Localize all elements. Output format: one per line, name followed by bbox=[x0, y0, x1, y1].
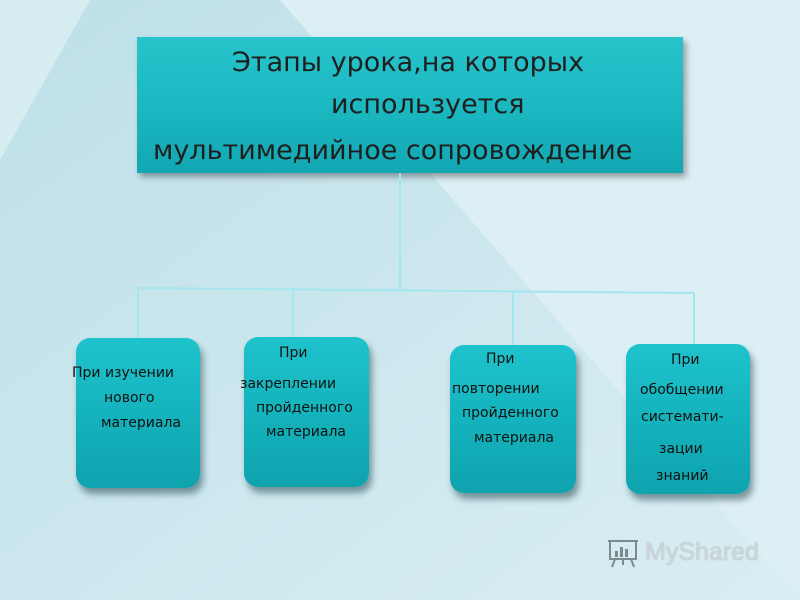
stage-text: При bbox=[671, 352, 700, 368]
title-line: мультимедийное сопровождение bbox=[153, 135, 633, 166]
stage-text: нового bbox=[104, 390, 155, 406]
title-line: Этапы урока,на которых bbox=[232, 47, 585, 78]
stage-box-consolidation: При закреплении пройденного материала bbox=[240, 337, 369, 487]
stage-text: При изучении bbox=[72, 365, 175, 381]
stage-text: При bbox=[279, 345, 308, 361]
stage-text: При bbox=[486, 351, 515, 367]
presentation-board-icon bbox=[608, 540, 638, 568]
stage-text: зации bbox=[659, 441, 703, 457]
stage-box-new-material: При изучении нового материала bbox=[72, 338, 200, 488]
stage-text: материала bbox=[101, 415, 182, 431]
title-box: Этапы урока,на которых используется муль… bbox=[137, 37, 683, 173]
stage-text: материала bbox=[474, 430, 555, 446]
stage-text: системати- bbox=[641, 409, 724, 425]
title-line: используется bbox=[331, 89, 525, 120]
stage-box-repetition: При повторении пройденного материала bbox=[450, 345, 576, 493]
connector-bus bbox=[137, 287, 695, 294]
watermark-text: MyShared bbox=[645, 538, 759, 566]
stage-text: закреплении bbox=[240, 376, 337, 392]
stage-text: обобщении bbox=[640, 382, 724, 398]
stage-text: материала bbox=[266, 424, 347, 440]
stage-text: знаний bbox=[656, 468, 709, 484]
stage-text: повторении bbox=[452, 381, 540, 397]
stage-text: пройденного bbox=[256, 400, 353, 416]
stage-box-generalization: При обобщении системати- зации знаний bbox=[626, 344, 750, 494]
stage-text: пройденного bbox=[462, 405, 559, 421]
